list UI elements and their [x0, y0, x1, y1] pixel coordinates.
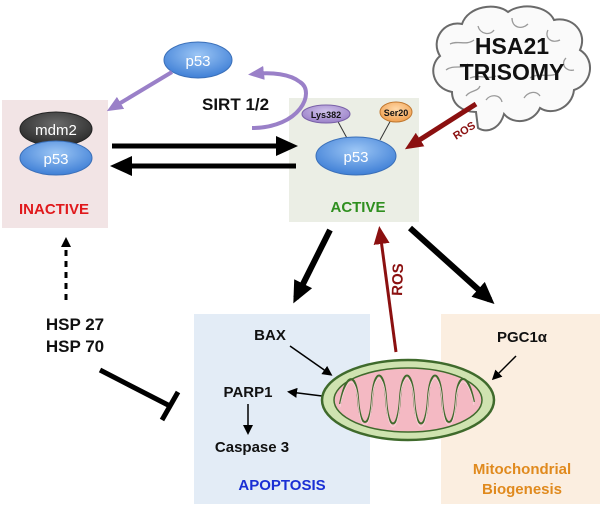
mito-to-parp1-arrow	[287, 387, 323, 398]
p53-free-node	[163, 41, 233, 79]
p53-active-label: p53	[343, 149, 368, 166]
active-to-apoptosis-arrow	[293, 228, 333, 304]
mitochondrion-icon	[320, 358, 496, 442]
p53-inactive-node	[19, 140, 93, 176]
p53-inactive-label: p53	[43, 151, 68, 168]
inactive-title: INACTIVE	[19, 201, 89, 218]
lys382-label: Lys382	[311, 110, 341, 120]
caspase3-label: Caspase 3	[215, 439, 289, 456]
ser20-node	[379, 101, 413, 123]
trisomy-label: TRISOMY	[460, 59, 565, 85]
ser20-label: Ser20	[384, 108, 409, 118]
hsp27-label: HSP 27	[46, 315, 104, 334]
hsp70-label: HSP 70	[46, 337, 104, 356]
hsp-inhibition-bar	[159, 390, 181, 422]
ros-brain-arrow	[404, 101, 478, 150]
biogenesis-title-2: Biogenesis	[482, 481, 562, 498]
apoptosis-title: APOPTOSIS	[238, 477, 325, 494]
ros-mito-label: ROS	[389, 263, 407, 296]
ros-brain-label: ROS	[451, 120, 478, 143]
parp1-label: PARP1	[224, 384, 273, 401]
ros-mito-arrow	[373, 226, 398, 353]
lys382-node	[301, 104, 351, 124]
bax-label: BAX	[254, 327, 286, 344]
mdm2-label: mdm2	[35, 122, 77, 139]
hsp-inhibition-line	[98, 367, 172, 409]
biogenesis-title-1: Mitochondrial	[473, 461, 571, 478]
active-to-biogenesis-arrow	[407, 225, 495, 305]
pgc1a-to-mito-arrow	[491, 355, 517, 381]
bax-to-mito-arrow	[289, 345, 333, 376]
active-title: ACTIVE	[330, 199, 385, 216]
p53-active-node	[315, 136, 397, 176]
hsa21-label: HSA21	[475, 33, 549, 59]
p53-free-label: p53	[185, 53, 210, 70]
pgc1a-label: PGC1α	[497, 329, 548, 346]
p53-to-inactive-arrow	[106, 70, 174, 112]
sirt-deacetylation-arrow	[248, 65, 308, 130]
brain-icon	[432, 5, 591, 132]
sirt-label: SIRT 1/2	[202, 95, 269, 114]
